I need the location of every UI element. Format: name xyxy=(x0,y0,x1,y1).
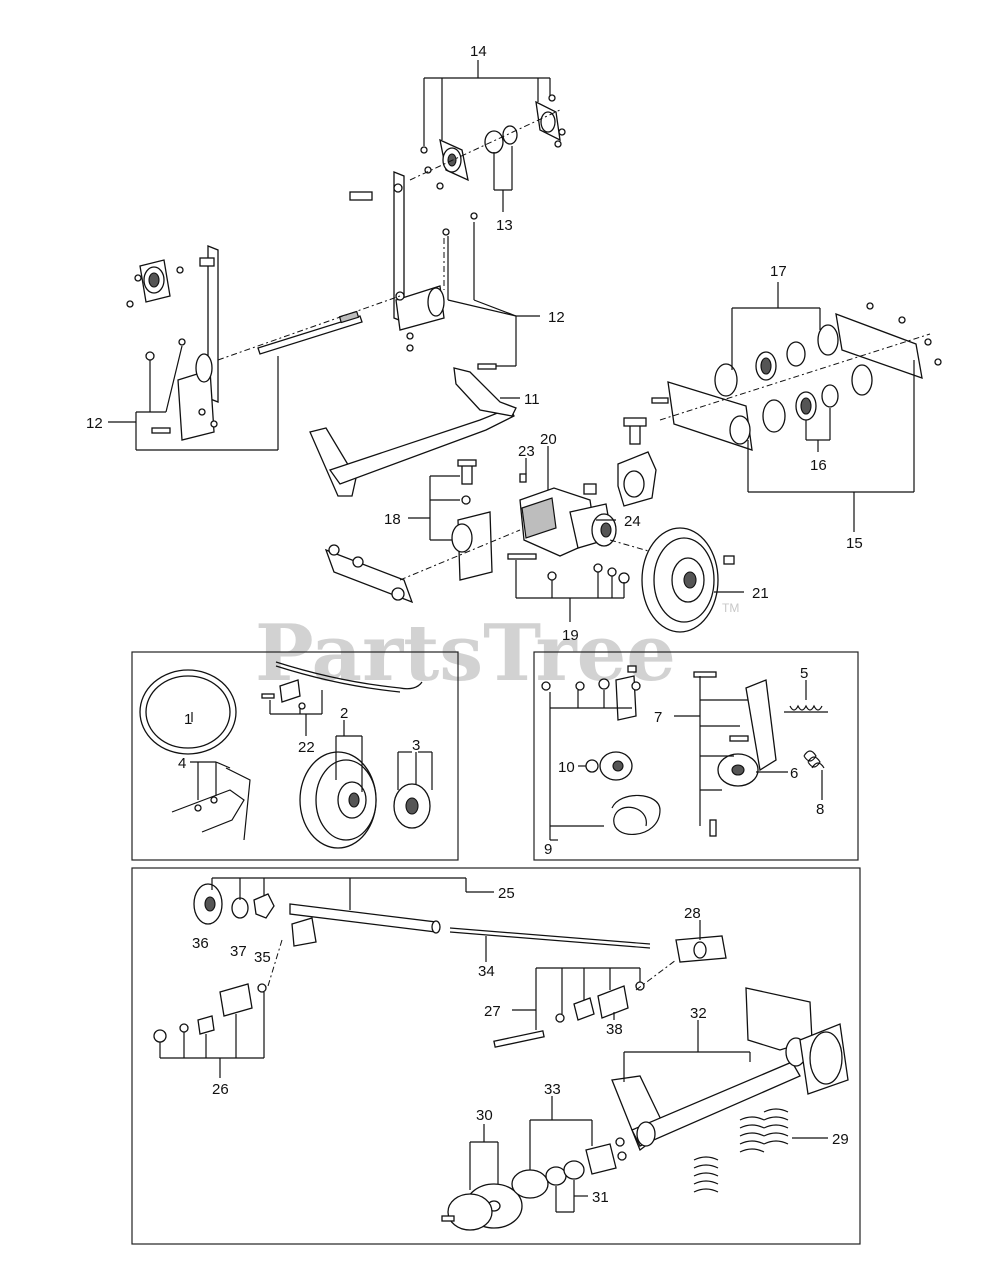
callout-2: 2 xyxy=(340,705,348,722)
callout-23: 23 xyxy=(518,443,535,460)
belt-pulley-parts xyxy=(139,661,431,849)
callout-24: 24 xyxy=(624,513,641,530)
idler-cable-parts xyxy=(541,665,828,837)
callout-29: 29 xyxy=(832,1131,849,1148)
callout-12-right: 12 xyxy=(548,309,565,326)
callout-35: 35 xyxy=(254,949,271,966)
callout-3: 3 xyxy=(412,737,420,754)
callout-22: 22 xyxy=(298,739,315,756)
idler-cable-box xyxy=(533,651,859,861)
drive-shaft xyxy=(217,295,401,361)
callout-14: 14 xyxy=(470,43,487,60)
callout-38: 38 xyxy=(606,1021,623,1038)
callout-26: 26 xyxy=(212,1081,229,1098)
callout-labels: 14 13 12 11 12 17 16 15 23 20 24 18 19 2… xyxy=(86,43,863,1206)
callout-8: 8 xyxy=(816,801,824,818)
callout-36: 36 xyxy=(192,935,209,952)
callout-9: 9 xyxy=(544,841,552,858)
leader-lines xyxy=(108,60,915,1213)
callout-37: 37 xyxy=(230,943,247,960)
callout-18: 18 xyxy=(384,511,401,528)
right-bearing-plates xyxy=(651,302,942,451)
callout-33: 33 xyxy=(544,1081,561,1098)
callout-5: 5 xyxy=(800,665,808,682)
callout-25: 25 xyxy=(498,885,515,902)
callout-4: 4 xyxy=(178,755,186,772)
shaft-spring-parts xyxy=(153,883,849,1231)
upper-bearing-group xyxy=(409,94,566,190)
large-pulley xyxy=(507,527,735,633)
watermark-logo: PartsTree xyxy=(255,608,676,699)
blade-bar xyxy=(309,367,517,497)
center-arm xyxy=(349,171,497,370)
shaft-spring-box xyxy=(131,867,861,1245)
left-arm xyxy=(126,245,219,441)
callout-11: 11 xyxy=(524,391,540,408)
callout-27: 27 xyxy=(484,1003,501,1020)
callout-32: 32 xyxy=(690,1005,707,1022)
callout-16: 16 xyxy=(810,457,827,474)
callout-28: 28 xyxy=(684,905,701,922)
belt-pulley-box xyxy=(131,651,459,861)
callout-17: 17 xyxy=(770,263,787,280)
left-mount xyxy=(324,459,521,604)
callout-30: 30 xyxy=(476,1107,493,1124)
callout-12-left: 12 xyxy=(86,415,103,432)
callout-21: 21 xyxy=(752,585,769,602)
callout-6: 6 xyxy=(790,765,798,782)
callout-10: 10 xyxy=(558,759,575,776)
callout-20: 20 xyxy=(540,431,557,448)
callout-34: 34 xyxy=(478,963,495,980)
callout-15: 15 xyxy=(846,535,863,552)
callout-19: 19 xyxy=(562,627,579,644)
gearbox xyxy=(519,417,681,561)
callout-13: 13 xyxy=(496,217,513,234)
callout-31: 31 xyxy=(592,1189,609,1206)
callout-1: 1 xyxy=(184,711,192,728)
callout-7: 7 xyxy=(654,709,662,726)
watermark-trademark: TM xyxy=(722,601,739,615)
